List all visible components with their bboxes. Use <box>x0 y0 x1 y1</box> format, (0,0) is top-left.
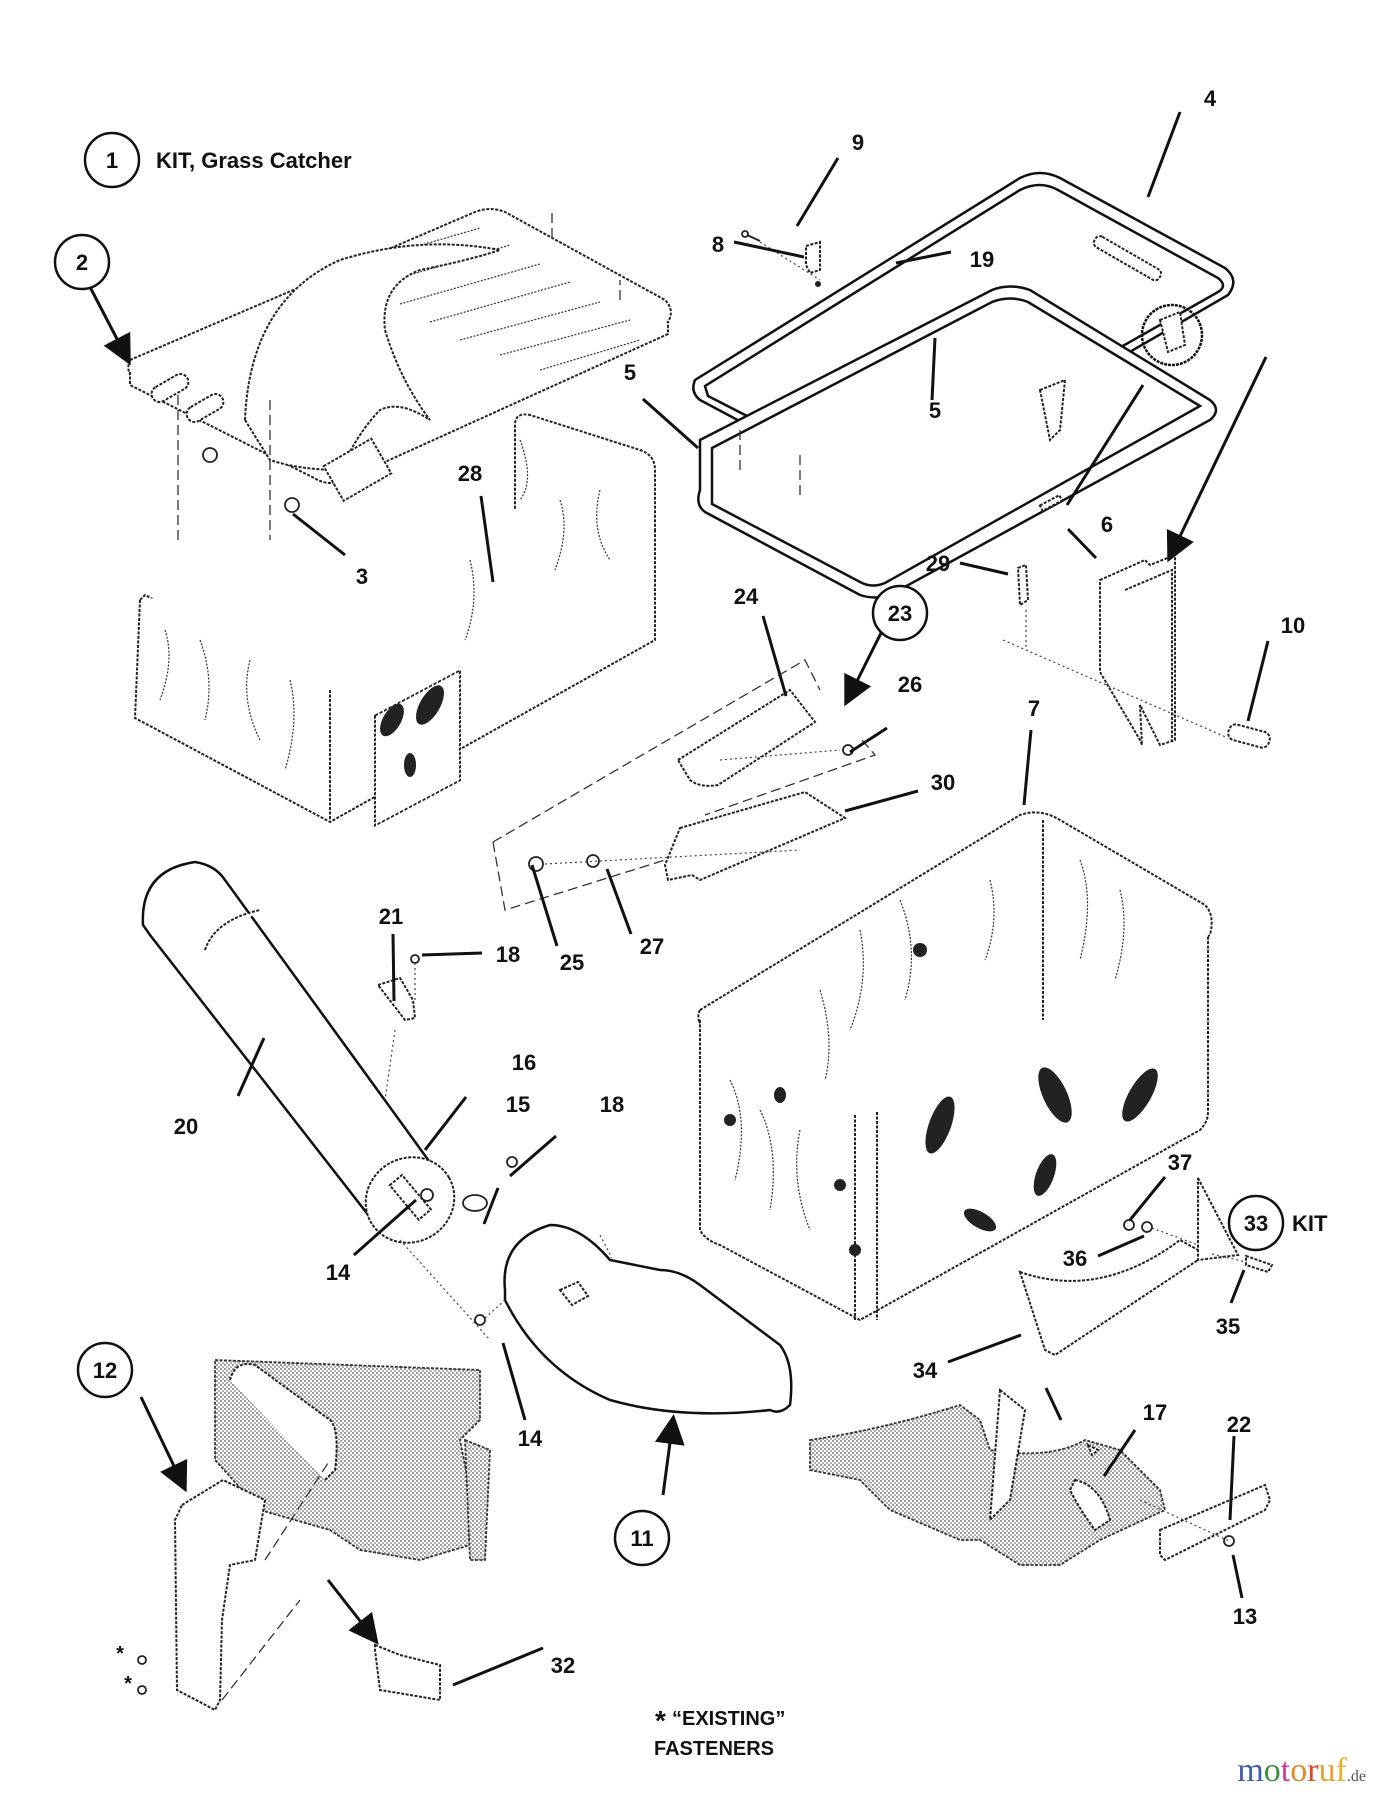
part-28-bag-top <box>133 413 656 828</box>
watermark-letter: u <box>1318 1752 1336 1789</box>
callout-9: 9 <box>852 130 864 155</box>
existing-fasteners-note: * “EXISTING” FASTENERS <box>654 1705 785 1760</box>
callout-circle-23 <box>871 584 929 642</box>
title-callout: 1 KIT, Grass Catcher <box>83 131 352 189</box>
callout-33: 33 <box>1244 1211 1268 1236</box>
watermark-letter: o <box>1263 1752 1281 1789</box>
title-text: KIT, Grass Catcher <box>156 148 352 173</box>
callout-6: 6 <box>1101 512 1113 537</box>
callout-circle-2 <box>53 233 111 291</box>
part-20-chute-tube <box>141 860 456 1244</box>
watermark-letter: t <box>1280 1752 1291 1789</box>
note-asterisk: * <box>655 1705 666 1736</box>
watermark-text: motoruf <box>1237 1752 1347 1789</box>
watermark-letter: o <box>1290 1752 1308 1789</box>
callout-7: 7 <box>1028 696 1040 721</box>
callout-20: 20 <box>174 1114 198 1139</box>
part-33-kit-shield <box>1018 1177 1274 1357</box>
watermark-letter: m <box>1237 1752 1264 1789</box>
callout-8: 8 <box>712 232 724 257</box>
callout-number-1: 1 <box>106 148 118 173</box>
callout-30: 30 <box>931 770 955 795</box>
callout-14-upper: 14 <box>326 1260 351 1285</box>
callout-circle-11 <box>613 1509 671 1567</box>
small-fasteners-tube <box>376 954 518 1341</box>
callout-circle-33 <box>1227 1194 1285 1252</box>
part-hinge-bracket <box>1002 553 1271 749</box>
part-12-tractor-rear <box>137 1359 491 1712</box>
callout-5-left: 5 <box>624 360 636 385</box>
callouts: 2 23 11 12 33 KIT 3 4 5 5 6 7 8 9 10 13 … <box>53 86 1328 1695</box>
callout-2: 2 <box>76 250 88 275</box>
part-23-bracket-kit <box>492 659 877 911</box>
bag-top-blots <box>380 685 444 777</box>
main-bag-blots <box>724 943 1158 1256</box>
callout-3: 3 <box>356 564 368 589</box>
callout-18-lower: 18 <box>600 1092 624 1117</box>
callout-19: 19 <box>970 247 994 272</box>
existing-fastener-marker-1: * <box>116 1643 124 1665</box>
part-2-lid <box>127 208 672 540</box>
watermark-suffix: .de <box>1346 1768 1366 1785</box>
callout-18-upper: 18 <box>496 942 520 967</box>
callout-27: 27 <box>640 934 664 959</box>
callout-25: 25 <box>560 950 584 975</box>
callout-4: 4 <box>1204 86 1217 111</box>
callout-15: 15 <box>506 1092 530 1117</box>
callout-24: 24 <box>734 584 759 609</box>
callout-28: 28 <box>458 461 482 486</box>
bag-top-wrinkles <box>159 439 611 771</box>
callout-34: 34 <box>913 1358 938 1383</box>
existing-fastener-marker-2: * <box>124 1673 132 1695</box>
callout-32: 32 <box>551 1653 575 1678</box>
part-3-nuts <box>202 447 300 513</box>
part-4-5-frames <box>692 171 1235 599</box>
part-8-9-19 <box>741 230 821 287</box>
watermark-letter: r <box>1307 1752 1319 1789</box>
part-7-main-bag <box>697 811 1213 1322</box>
callout-circle-1 <box>83 131 141 189</box>
callout-26: 26 <box>898 672 922 697</box>
watermark-letter: f <box>1335 1752 1347 1789</box>
callout-10: 10 <box>1281 613 1305 638</box>
callout-16: 16 <box>512 1050 536 1075</box>
callout-35: 35 <box>1216 1314 1240 1339</box>
callout-13: 13 <box>1233 1604 1257 1629</box>
callout-5-center: 5 <box>929 398 941 423</box>
callout-17: 17 <box>1143 1400 1167 1425</box>
note-line-2: FASTENERS <box>654 1738 774 1760</box>
callout-12: 12 <box>93 1358 117 1383</box>
callout-14-lower: 14 <box>518 1426 543 1451</box>
callout-circle-12 <box>76 1341 134 1399</box>
callout-36: 36 <box>1063 1246 1087 1271</box>
watermark-logo: motoruf.de <box>1237 1752 1366 1790</box>
callout-37: 37 <box>1168 1150 1192 1175</box>
leader-lines <box>88 111 1270 1687</box>
kit-33-label: KIT <box>1292 1211 1328 1236</box>
main-bag-wrinkles <box>729 859 1125 1231</box>
callout-22: 22 <box>1227 1412 1251 1437</box>
callout-21: 21 <box>379 904 403 929</box>
note-line-1: “EXISTING” <box>672 1708 785 1730</box>
callout-11: 11 <box>630 1526 653 1551</box>
part-11-deflector <box>474 1223 793 1415</box>
callout-23: 23 <box>888 601 912 626</box>
mower-deck-assembly <box>809 1388 1272 1566</box>
callout-29: 29 <box>926 551 950 576</box>
